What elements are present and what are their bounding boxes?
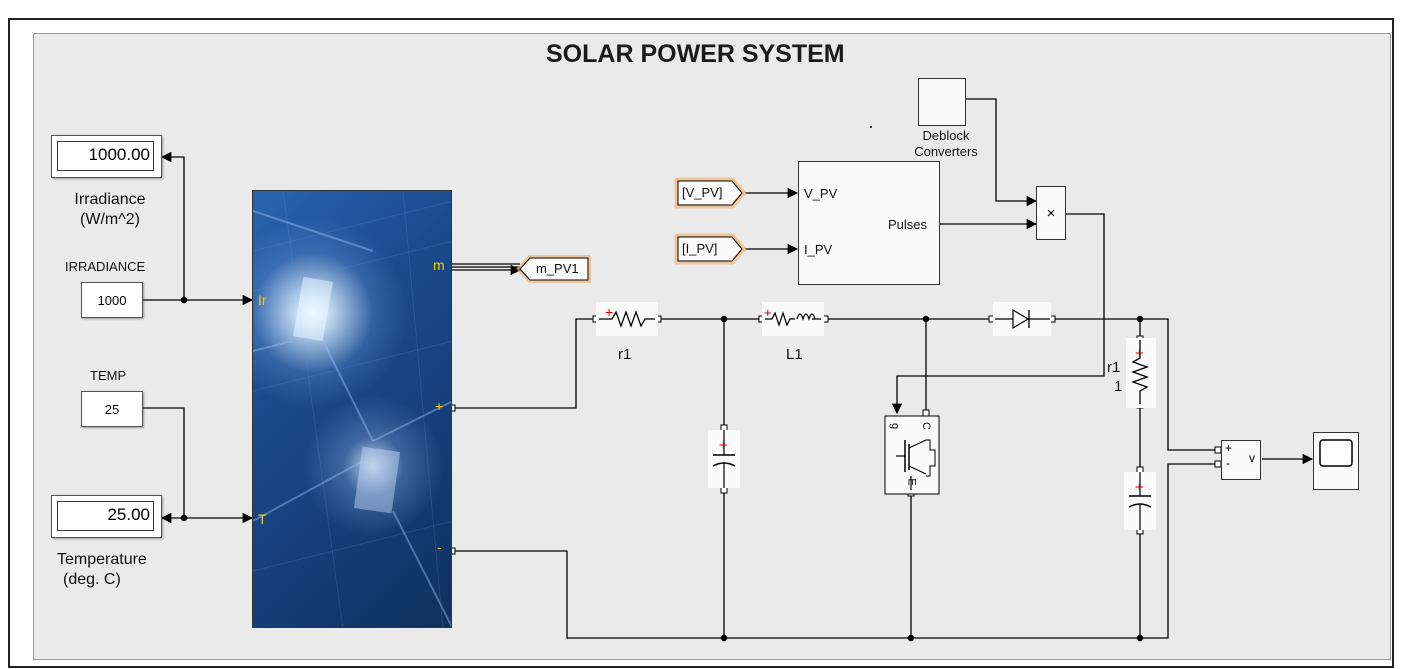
scope-icon — [1319, 439, 1353, 467]
pv-array-block[interactable]: Ir T m + - — [252, 190, 452, 628]
deblock-label-line2: Converters — [914, 144, 978, 159]
input-capacitor-symbol: + — [708, 430, 740, 488]
load-resistor-label: r1 1 — [1107, 358, 1122, 396]
controller-port-v-pv: V_PV — [804, 186, 838, 201]
controller-port-pulses: Pulses — [888, 217, 928, 232]
load-resistor-symbol: + — [1126, 338, 1156, 408]
igbt-symbol — [884, 415, 940, 495]
svg-text:+: + — [719, 437, 728, 454]
temperature-display-label: Temperature (deg. C) — [57, 550, 147, 590]
pv-port-t: T — [258, 511, 267, 527]
temperature-label-line1: Temperature — [57, 551, 147, 568]
from-i-pv[interactable] — [668, 230, 748, 268]
output-capacitor-symbol: + — [1124, 472, 1156, 530]
deblock-step-block[interactable] — [918, 78, 966, 126]
temp-const-label: TEMP — [90, 368, 127, 383]
pv-port-minus: - — [437, 539, 442, 555]
wire-temp-to-pv — [143, 407, 254, 524]
svg-text:+: + — [1135, 479, 1144, 496]
pv-cell-pattern — [253, 191, 451, 627]
diagram-title: SOLAR POWER SYSTEM — [546, 40, 845, 68]
pv-port-plus: + — [435, 398, 444, 414]
from-v-pv[interactable] — [668, 174, 748, 212]
irradiance-constant-block[interactable]: 1000 — [81, 282, 143, 318]
svg-text:+: + — [764, 305, 772, 320]
temperature-display[interactable]: 25.00 — [51, 495, 162, 538]
wire-ground-rail — [452, 463, 1218, 639]
voltmeter-label: v — [1249, 451, 1255, 465]
mppt-controller-block[interactable] — [798, 161, 940, 285]
deblock-label: Deblock Converters — [896, 128, 996, 160]
wire-pv-plus — [452, 318, 593, 409]
from-v-pv-text: [V_PV] — [682, 185, 723, 200]
svg-text:+: + — [1135, 345, 1144, 362]
deblock-label-line1: Deblock — [922, 128, 970, 143]
product-symbol: × — [1046, 204, 1056, 222]
temperature-label-line2: (deg. C) — [63, 571, 121, 588]
irradiance-display-label: Irradiance (W/m^2) — [60, 190, 160, 230]
controller-port-i-pv: I_PV — [804, 242, 833, 257]
temperature-display-value: 25.00 — [57, 501, 154, 531]
resistor-r1-label: r1 — [618, 346, 632, 363]
pv-port-m: m — [433, 257, 445, 273]
goto-m-pv1-text: m_PV1 — [536, 261, 579, 276]
svg-text:+: + — [605, 304, 613, 320]
load-resistor-label-line1: r1 — [1107, 359, 1121, 376]
wire-gate — [891, 213, 1105, 415]
diode-symbol — [993, 302, 1051, 336]
igbt-block[interactable] — [885, 416, 939, 494]
irradiance-display[interactable]: 1000.00 — [51, 135, 162, 178]
wire-diode-out — [1052, 318, 1218, 451]
load-resistor-label-line2: 1 — [1114, 378, 1123, 395]
wire-deblock — [966, 98, 1038, 207]
wire-irradiance-to-display — [160, 151, 185, 300]
irradiance-const-label: IRRADIANCE — [65, 259, 146, 274]
product-block[interactable]: × — [1036, 186, 1066, 240]
inductor-l1-symbol: + — [762, 302, 824, 336]
inductor-l1-label: L1 — [786, 346, 803, 363]
resistor-r1-symbol: + — [596, 302, 658, 336]
pv-port-ir: Ir — [258, 292, 267, 308]
irradiance-label-line2: (W/m^2) — [80, 211, 140, 228]
from-i-pv-text: [I_PV] — [682, 241, 718, 256]
voltage-measurement-block[interactable]: + - v — [1221, 440, 1261, 480]
goto-m-pv1[interactable] — [516, 251, 596, 287]
temp-constant-block[interactable]: 25 — [81, 391, 143, 427]
irradiance-display-value: 1000.00 — [57, 141, 154, 171]
irradiance-label-line1: Irradiance — [74, 191, 146, 208]
